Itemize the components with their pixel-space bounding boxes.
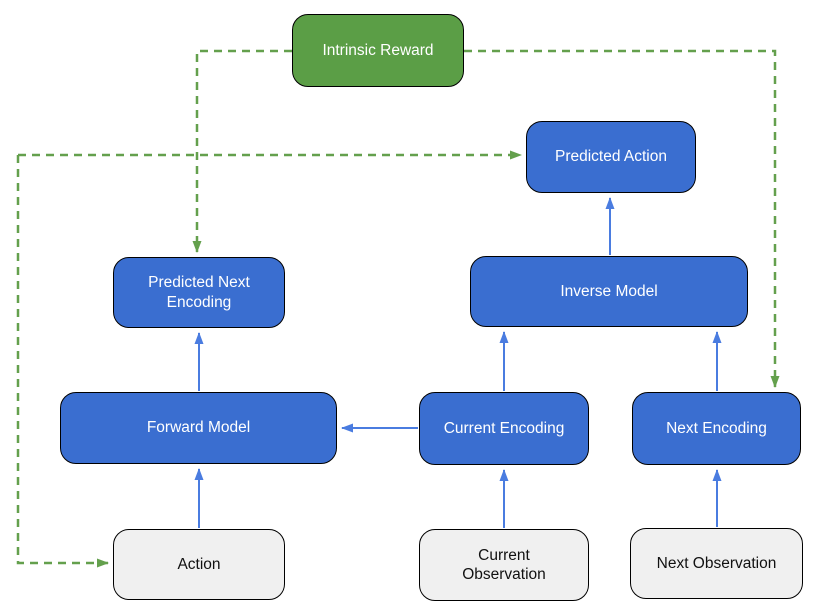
edge-intrinsic-reward-to-predicted-next-encoding bbox=[192, 49, 292, 253]
node-next-observation: Next Observation bbox=[630, 528, 803, 599]
node-predicted-action: Predicted Action bbox=[526, 121, 696, 193]
node-action-label: Action bbox=[177, 555, 221, 573]
node-current-observation: Current Observation bbox=[419, 529, 589, 601]
node-intrinsic-reward: Intrinsic Reward bbox=[292, 14, 464, 87]
node-current-encoding-label: Current Encoding bbox=[443, 419, 565, 437]
node-current-encoding: Current Encoding bbox=[419, 392, 589, 465]
node-next-encoding: Next Encoding bbox=[632, 392, 801, 465]
node-predicted-next-encoding: Predicted Next Encoding bbox=[113, 257, 285, 328]
node-intrinsic-reward-label: Intrinsic Reward bbox=[322, 41, 434, 59]
node-action: Action bbox=[113, 529, 285, 600]
node-predicted-next-encoding-label: Predicted Next Encoding bbox=[148, 274, 250, 311]
node-next-encoding-label: Next Encoding bbox=[666, 419, 767, 437]
node-inverse-model: Inverse Model bbox=[470, 256, 748, 327]
edge-comparison-to-action bbox=[16, 155, 109, 568]
node-forward-model: Forward Model bbox=[60, 392, 337, 464]
node-predicted-action-label: Predicted Action bbox=[554, 148, 667, 166]
edge-intrinsic-reward-to-next-encoding bbox=[464, 49, 780, 388]
node-current-observation-label: Current Observation bbox=[462, 546, 546, 583]
node-forward-model-label: Forward Model bbox=[146, 419, 251, 437]
node-next-observation-label: Next Observation bbox=[656, 554, 777, 572]
node-inverse-model-label: Inverse Model bbox=[560, 282, 658, 300]
